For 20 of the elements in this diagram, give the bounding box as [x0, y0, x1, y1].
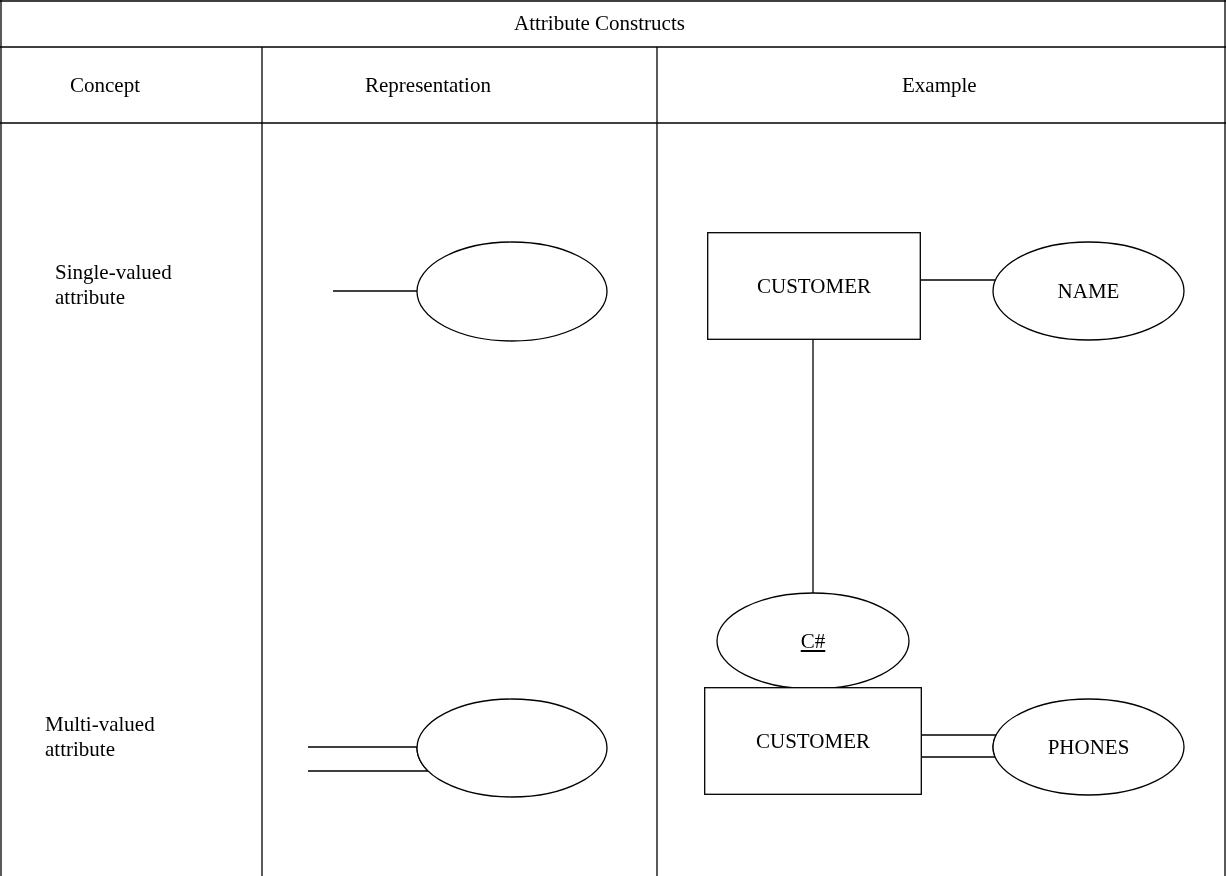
column-header: Representation	[365, 73, 492, 98]
attribute-ellipse	[416, 698, 608, 798]
entity-name: CUSTOMER	[757, 273, 871, 299]
entity-name: CUSTOMER	[756, 728, 870, 754]
row-label: Multi-valued attribute	[45, 712, 156, 762]
attribute-name: NAME	[1057, 278, 1120, 304]
attribute-ellipse	[716, 592, 910, 690]
connector-line	[812, 339, 814, 594]
attribute-ellipse	[992, 698, 1185, 796]
attribute-ellipse	[416, 241, 608, 342]
connector-line	[332, 290, 418, 292]
attribute-ellipse	[992, 241, 1185, 341]
column-header: Example	[902, 73, 978, 98]
row-label: Single-valued attribute	[55, 260, 173, 310]
entity-box	[704, 687, 922, 795]
column-header: Concept	[70, 73, 141, 98]
attribute-name: C#	[800, 628, 826, 654]
attribute-name: PHONES	[1047, 734, 1130, 760]
table-title: Attribute Constructs	[514, 11, 685, 36]
entity-box	[707, 232, 921, 340]
